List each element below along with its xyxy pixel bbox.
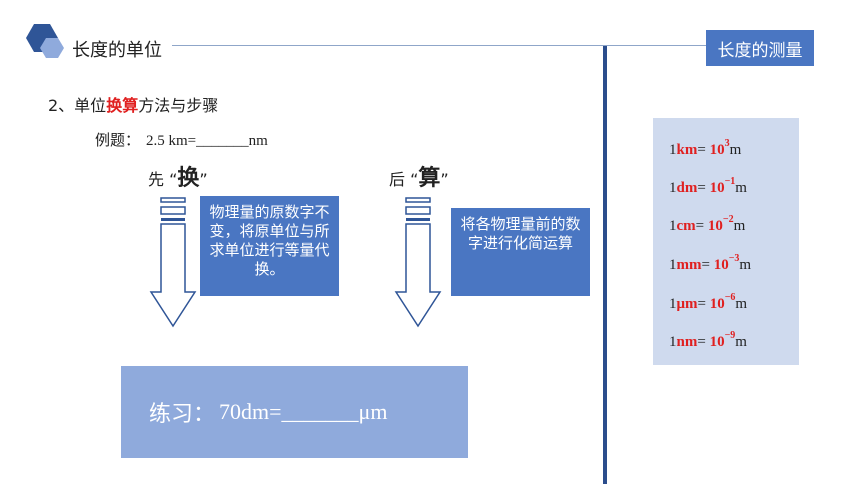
example-label: 例题：	[95, 131, 141, 149]
conv-lead: 1	[669, 334, 677, 350]
conv-lead: 1	[669, 296, 677, 312]
section-rest: 方法与步骤	[138, 96, 219, 115]
conv-unit: μm	[676, 296, 698, 312]
practice-equation: 70dm=_______μm	[219, 399, 388, 424]
conversion-row: 1dm= 10−1m	[669, 176, 747, 197]
conv-power: 10−6	[709, 292, 736, 312]
section-highlight: 换算	[106, 96, 139, 115]
conv-exponent: −6	[724, 292, 736, 303]
step1-prefix: 先	[148, 170, 165, 189]
conversion-panel: 1km= 103m 1dm= 10−1m 1cm= 10−2m 1mm= 10−…	[653, 118, 799, 365]
conv-exponent: −3	[728, 253, 740, 264]
conv-unit: nm	[676, 334, 698, 350]
conversion-row: 1nm= 10−9m	[669, 330, 747, 351]
step1-open-quote: “	[169, 170, 178, 189]
conversion-row: 1mm= 10−3m	[669, 253, 752, 274]
conv-unit: cm	[676, 218, 696, 234]
conv-base: 10	[709, 180, 725, 196]
step1-description: 物理量的原数字不变，将原单位与所求单位进行等量代换。	[200, 196, 339, 296]
conv-lead: 1	[669, 180, 677, 196]
step2-label: 后 “算”	[389, 160, 449, 192]
conv-base: 10	[707, 218, 723, 234]
practice-label: 练习：	[149, 402, 216, 427]
practice-box: 练习：70dm=_______μm	[121, 366, 468, 458]
conv-power: 103	[709, 138, 730, 158]
conv-power: 10−9	[709, 330, 736, 350]
conv-equals: =	[697, 296, 710, 312]
vertical-divider	[603, 46, 607, 484]
step2-keyword: 算	[418, 166, 441, 191]
conv-power: 10−3	[713, 253, 740, 273]
conv-exponent: −2	[722, 214, 734, 225]
step2-open-quote: “	[410, 170, 419, 189]
hexagon-logo-icon	[26, 24, 64, 58]
conv-lead: 1	[669, 257, 677, 273]
conversion-row: 1μm= 10−6m	[669, 292, 748, 313]
conv-base: 10	[709, 142, 725, 158]
page-title: 长度的单位	[72, 40, 162, 61]
conv-equals: =	[697, 334, 710, 350]
conv-meter: m	[733, 218, 746, 234]
header-divider	[172, 45, 712, 46]
conv-unit: km	[676, 142, 698, 158]
conv-meter: m	[735, 180, 747, 196]
conv-base: 10	[709, 296, 725, 312]
conv-exponent: 3	[724, 138, 730, 149]
down-arrow-icon	[149, 197, 197, 328]
conv-unit: dm	[676, 180, 698, 196]
conv-equals: =	[701, 257, 714, 273]
step1-close-quote: ”	[199, 170, 208, 189]
conv-exponent: −9	[724, 330, 736, 341]
step1-label: 先 “换”	[148, 160, 208, 192]
conv-equals: =	[697, 142, 710, 158]
example-line: 例题： 2.5 km=_______nm	[95, 129, 268, 150]
step2-close-quote: ”	[440, 170, 449, 189]
conv-meter: m	[729, 142, 742, 158]
section-number: 2、单位	[48, 96, 107, 115]
conv-equals: =	[695, 218, 708, 234]
step2-description: 将各物理量前的数字进行化简运算	[451, 208, 590, 296]
step1-keyword: 换	[177, 166, 200, 191]
conv-meter: m	[739, 257, 752, 273]
conv-power: 10−2	[707, 214, 734, 234]
conv-power: 10−1	[709, 176, 736, 196]
conversion-row: 1cm= 10−2m	[669, 214, 746, 235]
conv-meter: m	[735, 334, 747, 350]
conv-exponent: −1	[724, 176, 736, 187]
conv-base: 10	[709, 334, 725, 350]
conv-meter: m	[735, 296, 748, 312]
down-arrow-icon	[394, 197, 442, 328]
conv-lead: 1	[669, 142, 677, 158]
section-heading: 2、单位换算方法与步骤	[48, 92, 218, 116]
step2-prefix: 后	[389, 170, 406, 189]
conversion-row: 1km= 103m	[669, 138, 742, 159]
conv-lead: 1	[669, 218, 677, 234]
topic-badge: 长度的测量	[706, 30, 814, 66]
example-equation: 2.5 km=_______nm	[146, 133, 268, 149]
conv-equals: =	[697, 180, 710, 196]
conv-base: 10	[713, 257, 729, 273]
conv-unit: mm	[676, 257, 702, 273]
